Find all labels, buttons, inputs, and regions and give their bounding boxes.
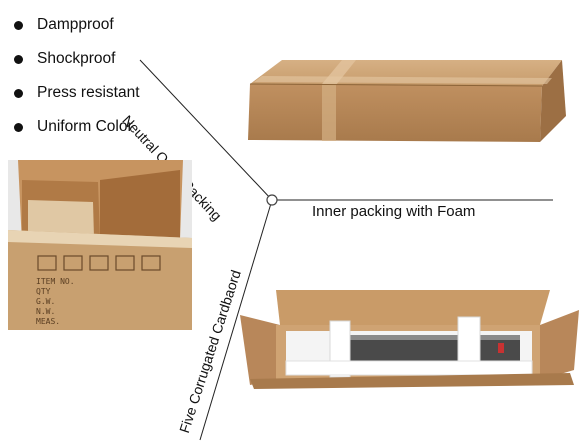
- box-print-line: MEAS.: [36, 317, 60, 326]
- label-inner-packing: Inner packing with Foam: [312, 203, 476, 220]
- feature-item: Dampproof: [14, 8, 140, 42]
- feature-item: Press resistant: [14, 76, 140, 110]
- open-box-photo: ITEM NO. QTY G.W. N.W. MEAS.: [8, 160, 192, 330]
- box-print-line: G.W.: [36, 297, 55, 306]
- bullet-icon: [14, 122, 23, 132]
- feature-label: Uniform Color: [37, 118, 133, 135]
- bullet-icon: [14, 20, 23, 30]
- connector-cardboard-line: [199, 199, 273, 441]
- closed-box-photo: [242, 56, 573, 146]
- feature-label: Dampproof: [37, 16, 114, 33]
- feature-label: Shockproof: [37, 50, 116, 67]
- foam-box-photo: [240, 285, 579, 390]
- bullet-icon: [14, 88, 23, 98]
- feature-label: Press resistant: [37, 84, 140, 101]
- feature-item: Uniform Color: [14, 110, 140, 144]
- box-print-line: ITEM NO.: [36, 277, 75, 286]
- feature-list: Dampproof Shockproof Press resistant Uni…: [14, 8, 140, 144]
- connector-outer-line: [139, 59, 273, 201]
- feature-item: Shockproof: [14, 42, 140, 76]
- bullet-icon: [14, 54, 23, 64]
- box-print-line: N.W.: [36, 307, 55, 316]
- junction-dot: [266, 194, 278, 206]
- box-print-line: QTY: [36, 287, 51, 296]
